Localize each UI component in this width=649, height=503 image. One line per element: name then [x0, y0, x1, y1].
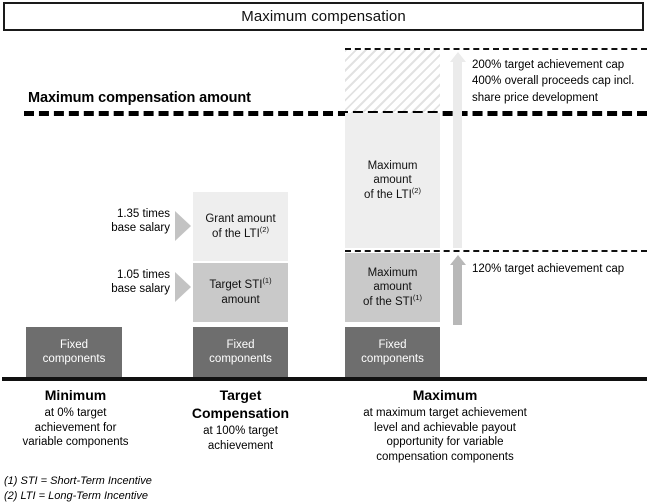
banner-title: Maximum compensation	[241, 8, 406, 25]
lower-cap-note: 120% target achievement cap	[472, 261, 624, 277]
bar-target-fixed: Fixed components	[193, 327, 288, 377]
bar-target-fixed-line-1: Fixed	[226, 338, 255, 351]
upper-cap-arrow	[449, 52, 466, 248]
caption-maximum-line-2: level and achievable payout	[374, 421, 516, 434]
bar-maximum-sti-line-2: amount	[373, 281, 412, 294]
lti-multiplier-line-2: base salary	[111, 222, 170, 235]
bar-maximum-lti-line-3: of the LTI(2)	[364, 185, 421, 201]
bar-maximum-sti: Maximum amount of the STI(1)	[345, 253, 440, 322]
footnote-1: (1) STI = Short-Term Incentive	[4, 475, 152, 487]
bar-target-sti-line-2: amount	[221, 293, 260, 306]
footnotes: (1) STI = Short-Term Incentive (2) LTI =…	[4, 474, 152, 503]
caption-maximum-line-4: compensation components	[376, 451, 514, 464]
caption-target: Target Compensation at 100% target achie…	[168, 387, 313, 453]
lower-cap-arrow	[449, 255, 466, 325]
bar-target-sti-line-1: Target STI(1)	[209, 276, 272, 292]
footnote-marker-sti: (1)	[262, 276, 272, 286]
bar-maximum-fixed-line-1: Fixed	[378, 338, 407, 351]
header-banner: Maximum compensation	[3, 2, 644, 31]
upper-cap-dashed-line	[345, 48, 647, 50]
bar-maximum-lti: Maximum amount of the LTI(2)	[345, 113, 440, 248]
bar-maximum-sti-line-1: Maximum	[367, 267, 418, 280]
footnote-marker-lti: (2)	[259, 224, 269, 234]
bar-minimum-fixed-line-1: Fixed	[59, 338, 89, 351]
upper-cap-note-line-1: 200% target achievement cap	[472, 59, 625, 71]
upper-cap-note-line-3: share price development	[472, 91, 598, 104]
cap-hatched-area	[345, 50, 440, 113]
baseline-axis	[2, 377, 647, 381]
caption-minimum-line-1: at 0% target	[44, 406, 107, 419]
footnote-marker-lti-max: (2)	[411, 185, 421, 195]
caption-target-heading-line-2: Compensation	[191, 404, 290, 421]
upper-cap-note: 200% target achievement cap 400% overall…	[472, 57, 634, 106]
bar-target-lti-grant-line-1: Grant amount	[205, 213, 276, 226]
bar-maximum-sti-line-3: of the STI(1)	[362, 292, 423, 308]
caption-minimum-line-3: variable components	[22, 436, 129, 449]
max-compensation-amount-label: Maximum compensation amount	[28, 90, 251, 106]
bar-target-sti: Target STI(1) amount	[193, 263, 288, 322]
lower-cap-note-line-1: 120% target achievement cap	[472, 263, 625, 275]
footnote-marker-sti-max: (1)	[412, 292, 423, 302]
caption-target-line-2: achievement	[207, 439, 274, 452]
lti-multiplier-arrow-icon	[175, 211, 191, 241]
caption-minimum-line-2: achievement for	[34, 421, 117, 434]
lower-cap-dashed-line	[345, 250, 647, 252]
caption-maximum-line-1: at maximum target achievement	[363, 406, 527, 419]
bar-target-lti-grant-line-2: of the LTI(2)	[212, 224, 269, 240]
caption-maximum: Maximum at maximum target achievement le…	[300, 387, 590, 465]
sti-multiplier-arrow-icon	[175, 272, 191, 302]
sti-multiplier-line-2: base salary	[111, 283, 170, 296]
caption-maximum-heading: Maximum	[412, 387, 478, 403]
caption-target-line-1: at 100% target	[203, 424, 278, 437]
bar-target-fixed-line-2: components	[209, 353, 272, 365]
caption-minimum: Minimum at 0% target achievement for var…	[0, 387, 151, 450]
bar-maximum-fixed-line-2: components	[361, 353, 424, 365]
bar-maximum-fixed: Fixed components	[345, 327, 440, 377]
caption-target-heading-line-1: Target	[219, 387, 262, 403]
max-compensation-amount-line	[24, 111, 647, 116]
lti-multiplier-label: 1.35 times base salary	[88, 207, 170, 236]
sti-multiplier-label: 1.05 times base salary	[88, 268, 170, 297]
bar-minimum-fixed-line-2: components	[42, 353, 106, 365]
bar-minimum-fixed: Fixed components	[26, 327, 122, 377]
bar-target-lti-grant: Grant amount of the LTI(2)	[193, 192, 288, 261]
footnote-2: (2) LTI = Long-Term Incentive	[4, 489, 148, 502]
upper-cap-note-line-2: 400% overall proceeds cap incl.	[472, 75, 635, 88]
lti-multiplier-line-1: 1.35 times	[116, 208, 170, 220]
caption-maximum-line-3: opportunity for variable	[386, 436, 504, 449]
sti-multiplier-line-1: 1.05 times	[116, 269, 170, 281]
bar-maximum-lti-line-2: amount	[373, 174, 412, 187]
bar-maximum-lti-line-1: Maximum	[367, 160, 418, 173]
caption-minimum-heading: Minimum	[44, 387, 107, 403]
